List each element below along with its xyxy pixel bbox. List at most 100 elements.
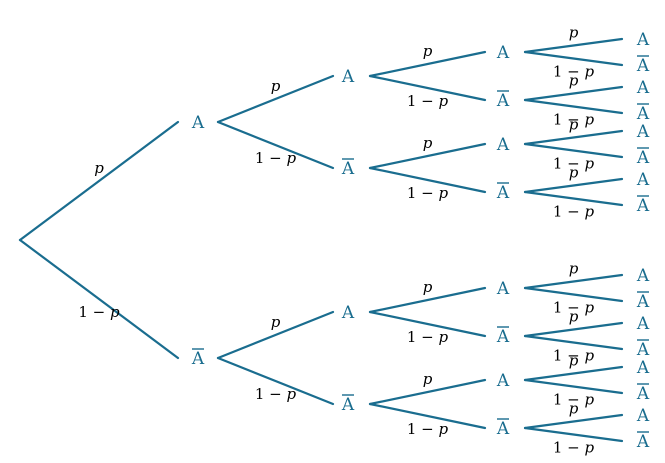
node-a-complement: A xyxy=(341,394,355,415)
prob-label-one-minus-p: 1 − p xyxy=(407,328,449,346)
node-label: A xyxy=(636,358,650,378)
prob-label-one-minus-p: 1 − p xyxy=(553,347,595,365)
prob-label-p: p xyxy=(569,164,579,182)
node-a-complement: A xyxy=(496,418,510,439)
node-label: A xyxy=(636,56,650,76)
prob-label-one-minus-p: 1 − p xyxy=(553,111,595,129)
tree-branch xyxy=(368,402,487,430)
tree-branch xyxy=(523,273,624,290)
prob-label-one-minus-p: 1 − p xyxy=(407,420,449,438)
prob-label-p: p xyxy=(271,313,281,331)
tree-branch xyxy=(523,286,624,303)
prob-label-one-minus-p: 1 − p xyxy=(553,439,595,457)
node-a-complement: A xyxy=(496,90,510,111)
prob-label-p: p xyxy=(569,400,579,418)
tree-branch xyxy=(523,378,624,395)
tree-branch xyxy=(18,238,180,360)
node-label: A xyxy=(636,266,650,286)
node-a: A xyxy=(636,358,650,378)
node-label: A xyxy=(191,349,205,369)
node-a: A xyxy=(191,113,205,133)
node-label: A xyxy=(341,67,355,87)
node-label: A xyxy=(636,104,650,124)
node-a: A xyxy=(496,279,510,299)
node-label: A xyxy=(341,395,355,415)
tree-branch xyxy=(523,426,624,443)
node-label: A xyxy=(496,43,510,63)
node-a-complement: A xyxy=(636,431,650,452)
node-label: A xyxy=(636,384,650,404)
node-label: A xyxy=(636,196,650,216)
tree-branch xyxy=(523,321,624,338)
tree-branch xyxy=(368,142,487,170)
tree-branch xyxy=(368,50,487,78)
prob-label-one-minus-p: 1 − p xyxy=(407,92,449,110)
node-label: A xyxy=(496,371,510,391)
node-label: A xyxy=(636,78,650,98)
tree-branch xyxy=(523,334,624,351)
node-a: A xyxy=(341,67,355,87)
prob-label-one-minus-p: 1 − p xyxy=(553,63,595,81)
prob-label-p: p xyxy=(423,42,433,60)
node-a-complement: A xyxy=(496,182,510,203)
node-label: A xyxy=(636,122,650,142)
node-a: A xyxy=(496,371,510,391)
node-label: A xyxy=(636,170,650,190)
node-label: A xyxy=(636,340,650,360)
node-a-complement: A xyxy=(636,55,650,76)
node-a-complement: A xyxy=(636,195,650,216)
tree-branch xyxy=(216,356,335,406)
prob-label-one-minus-p: 1 − p xyxy=(255,149,297,167)
prob-label-one-minus-p: 1 − p xyxy=(553,203,595,221)
tree-branch xyxy=(523,37,624,54)
prob-label-one-minus-p: 1 − p xyxy=(553,391,595,409)
node-label: A xyxy=(496,327,510,347)
tree-branch xyxy=(216,74,335,124)
node-a: A xyxy=(636,266,650,286)
tree-branch xyxy=(368,286,487,314)
node-label: A xyxy=(496,279,510,299)
tree-branch xyxy=(368,378,487,406)
tree-branch xyxy=(368,166,487,194)
prob-label-p: p xyxy=(569,72,579,90)
prob-label-p: p xyxy=(569,308,579,326)
tree-branch xyxy=(368,74,487,102)
prob-label-p: p xyxy=(569,116,579,134)
tree-branch xyxy=(523,177,624,194)
node-label: A xyxy=(636,30,650,50)
prob-label-p: p xyxy=(569,352,579,370)
prob-label-p: p xyxy=(423,134,433,152)
node-a: A xyxy=(636,314,650,334)
node-label: A xyxy=(496,183,510,203)
tree-branch xyxy=(523,98,624,115)
node-a-complement: A xyxy=(636,383,650,404)
node-a-complement: A xyxy=(341,158,355,179)
tree-branch xyxy=(216,120,335,170)
prob-label-p: p xyxy=(94,159,104,177)
node-a-complement: A xyxy=(636,147,650,168)
node-label: A xyxy=(636,314,650,334)
tree-branch xyxy=(216,310,335,360)
tree-branch xyxy=(523,85,624,102)
node-label: A xyxy=(341,159,355,179)
node-a: A xyxy=(636,30,650,50)
node-label: A xyxy=(496,135,510,155)
tree-branch xyxy=(523,190,624,207)
tree-branch xyxy=(368,310,487,338)
node-a: A xyxy=(636,406,650,426)
node-a: A xyxy=(496,43,510,63)
node-label: A xyxy=(496,91,510,111)
node-label: A xyxy=(496,419,510,439)
prob-label-one-minus-p: 1 − p xyxy=(255,385,297,403)
node-label: A xyxy=(636,148,650,168)
node-a: A xyxy=(341,303,355,323)
prob-label-p: p xyxy=(569,24,579,42)
prob-label-one-minus-p: 1 − p xyxy=(553,299,595,317)
prob-label-p: p xyxy=(271,77,281,95)
node-a-complement: A xyxy=(636,291,650,312)
node-a: A xyxy=(636,170,650,190)
node-a: A xyxy=(496,135,510,155)
